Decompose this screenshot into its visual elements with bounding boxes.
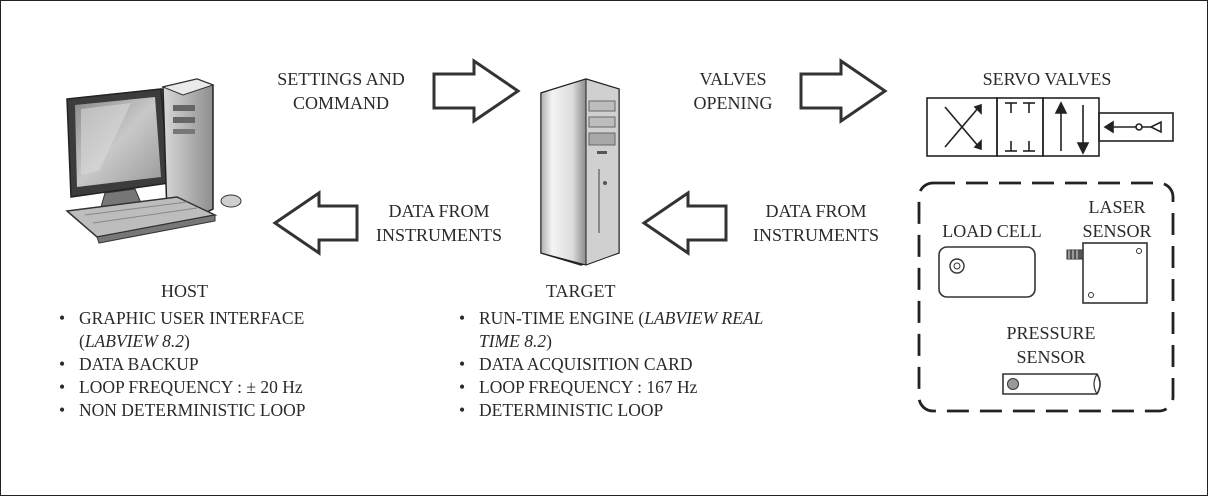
load-cell-label: LOAD CELL (942, 221, 1042, 241)
target-feature-item: DATA ACQUISITION CARD (451, 353, 851, 376)
host-computer-icon (65, 78, 242, 244)
host-feature-item: GRAPHIC USER INTERFACE(LABVIEW 8.2) (51, 307, 391, 353)
target-feature-item: DETERMINISTIC LOOP (451, 399, 851, 422)
host-feature-item: NON DETERMINISTIC LOOP (51, 399, 391, 422)
load-cell-icon (938, 246, 1036, 298)
host-title: HOST (161, 281, 209, 301)
settings-arrow (432, 58, 521, 124)
servo-valves-title: SERVO VALVES (982, 69, 1112, 89)
sensors-box (917, 181, 1175, 413)
servo-valve-icon (926, 97, 1174, 157)
host-feature-list: GRAPHIC USER INTERFACE(LABVIEW 8.2) DATA… (51, 307, 391, 422)
host-feature-item: DATA BACKUP (51, 353, 391, 376)
data-arrow-left (272, 190, 359, 256)
target-feature-item: LOOP FREQUENCY : 167 Hz (451, 376, 851, 399)
target-title: TARGET (546, 281, 616, 301)
data-arrow-right (641, 190, 728, 256)
valves-arrow (799, 58, 888, 124)
pressure-sensor-icon (1002, 373, 1101, 395)
host-feature-item: LOOP FREQUENCY : ± 20 Hz (51, 376, 391, 399)
target-computer-icon (540, 78, 620, 266)
laser-sensor-icon (1066, 242, 1148, 304)
